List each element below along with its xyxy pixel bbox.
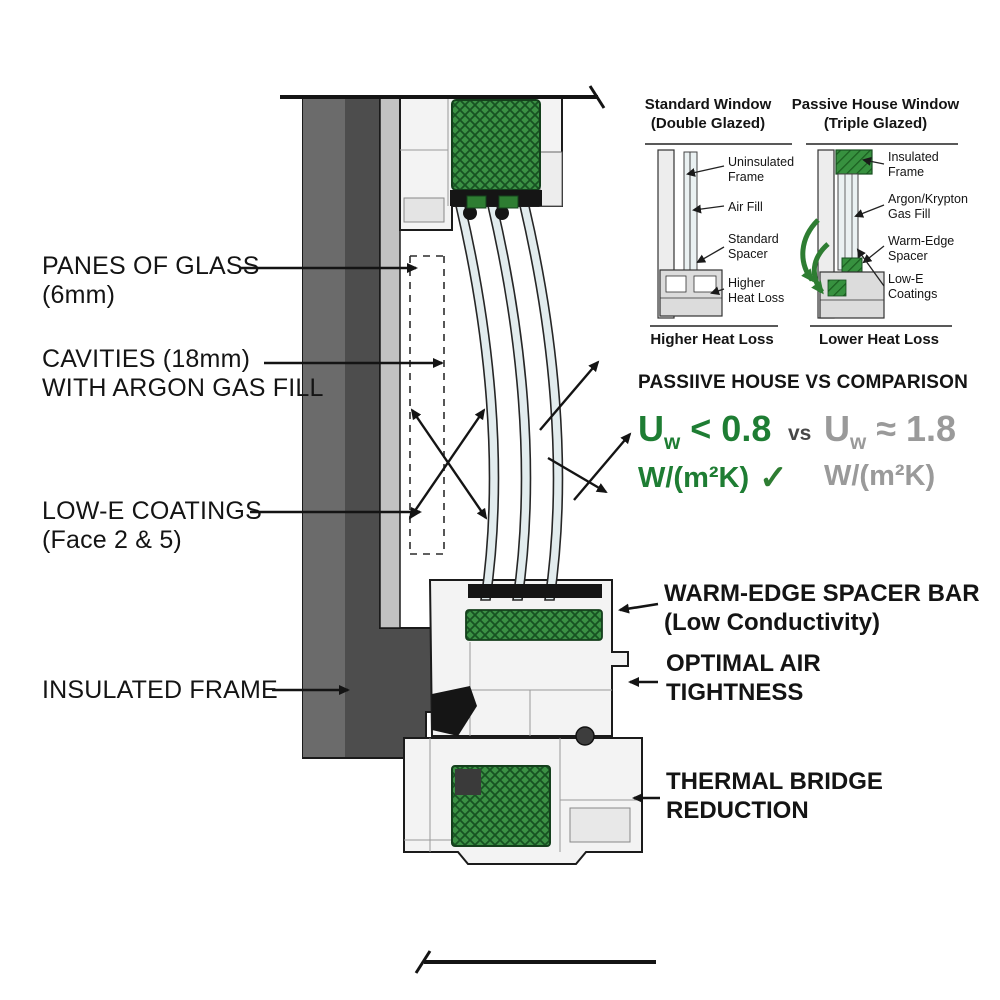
label-thermal-line1: THERMAL BRIDGE [666, 768, 883, 795]
inset-passive-window [800, 143, 958, 327]
u-subscript: w [850, 431, 867, 455]
label-spacer-line1: WARM-EDGE SPACER BAR [664, 580, 980, 607]
inset-standard-title-line2: (Double Glazed) [650, 114, 766, 132]
comparison-heading: PASSIIVE HOUSE VS COMPARISON [638, 372, 969, 393]
callout-text: Air Fill [728, 200, 763, 214]
label-thermal-bridge: THERMAL BRIDGE REDUCTION [666, 768, 883, 826]
callout-text: Uninsulated [728, 155, 795, 169]
callout-text: Heat Loss [728, 291, 785, 305]
callout-warm-edge-spacer: Warm-Edge Spacer [888, 234, 983, 264]
callout-text: Low-E [888, 272, 924, 286]
label-lowe-line2: (Face 2 & 5) [42, 526, 182, 554]
label-air-line1: OPTIMAL AIR [666, 650, 821, 677]
inset-passive-title-line2: (Triple Glazed) [823, 114, 928, 132]
inset-passive-footer: Lower Heat Loss [818, 331, 940, 348]
label-panes-line2: (6mm) [42, 281, 116, 309]
passive-unit-text: W/(m²K) [638, 462, 750, 494]
triple-glazing-panes [454, 205, 564, 601]
label-panes-of-glass: PANES OF GLASS (6mm) [42, 252, 260, 310]
callout-insulated-frame: Insulated Frame [888, 150, 983, 180]
label-panes-line1: PANES OF GLASS [42, 252, 260, 280]
callout-uninsulated-frame: Uninsulated Frame [728, 155, 818, 185]
label-cavities-line1: CAVITIES (18mm) [42, 345, 251, 373]
label-lowe-coatings: LOW-E COATINGS (Face 2 & 5) [42, 497, 262, 555]
label-warm-edge-spacer: WARM-EDGE SPACER BAR (Low Conductivity) [664, 580, 980, 638]
callout-argon-krypton: Argon/Krypton Gas Fill [888, 192, 983, 222]
callout-text: Gas Fill [888, 207, 931, 221]
inset-standard-title: Standard Window (Double Glazed) [628, 96, 788, 134]
passive-value-text: < 0.8 [690, 408, 772, 449]
inset-passive-title: Passive House Window (Triple Glazed) [788, 96, 963, 134]
u-subscript: w [664, 431, 681, 455]
inset-standard-title-line1: Standard Window [644, 96, 772, 113]
callout-text: Spacer [888, 249, 928, 263]
callout-lowe-coatings: Low-E Coatings [888, 272, 983, 302]
label-leader-arrows [240, 263, 660, 803]
callout-text: Higher [728, 276, 765, 290]
callout-standard-spacer: Standard Spacer [728, 232, 818, 262]
label-thermal-line2: REDUCTION [666, 796, 809, 824]
label-frame-line1: INSULATED FRAME [42, 676, 278, 704]
checkmark-icon: ✓ [759, 459, 788, 497]
vs-label: vs [788, 422, 812, 445]
callout-text: Frame [888, 165, 925, 179]
callout-higher-heat-loss: Higher Heat Loss [728, 276, 818, 306]
callout-text: Frame [728, 170, 765, 184]
section-break-lines [280, 85, 656, 974]
top-frame-profile [399, 96, 563, 231]
callout-text: Warm-Edge [888, 234, 955, 248]
callout-text: Spacer [728, 247, 768, 261]
inset-passive-title-line1: Passive House Window [791, 96, 960, 113]
label-air-line2: TIGHTNESS [666, 678, 804, 706]
bottom-outer-frame [403, 737, 643, 865]
bottom-sash-profile [428, 579, 629, 746]
label-optimal-air-tightness: OPTIMAL AIR TIGHTNESS [666, 650, 821, 708]
label-cavities: CAVITIES (18mm) WITH ARGON GAS FILL [42, 345, 324, 403]
label-insulated-frame: INSULATED FRAME [42, 676, 278, 705]
passive-u-unit: W/(m²K) ✓ [638, 458, 788, 498]
standard-u-unit: W/(m²K) [824, 460, 936, 492]
label-spacer-line2: (Low Conductivity) [664, 608, 880, 636]
callout-text: Argon/Krypton [888, 192, 968, 206]
u-symbol: U [824, 408, 850, 449]
label-cavities-line2: WITH ARGON GAS FILL [42, 374, 324, 402]
callout-air-fill: Air Fill [728, 200, 818, 215]
callout-text: Coatings [888, 287, 938, 301]
callout-text: Insulated [888, 150, 939, 164]
reflection-arrows [408, 360, 632, 520]
callout-text: Standard [728, 232, 779, 246]
passive-u-value: Uw < 0.8 [638, 408, 771, 455]
sash-glazing-seat [465, 584, 603, 641]
standard-value-text: ≈ 1.8 [876, 408, 957, 449]
u-symbol: U [638, 408, 664, 449]
label-lowe-line1: LOW-E COATINGS [42, 497, 262, 525]
standard-u-value: Uw ≈ 1.8 [824, 408, 956, 455]
inset-standard-footer: Higher Heat Loss [650, 331, 774, 348]
inset-standard-window [645, 143, 792, 327]
